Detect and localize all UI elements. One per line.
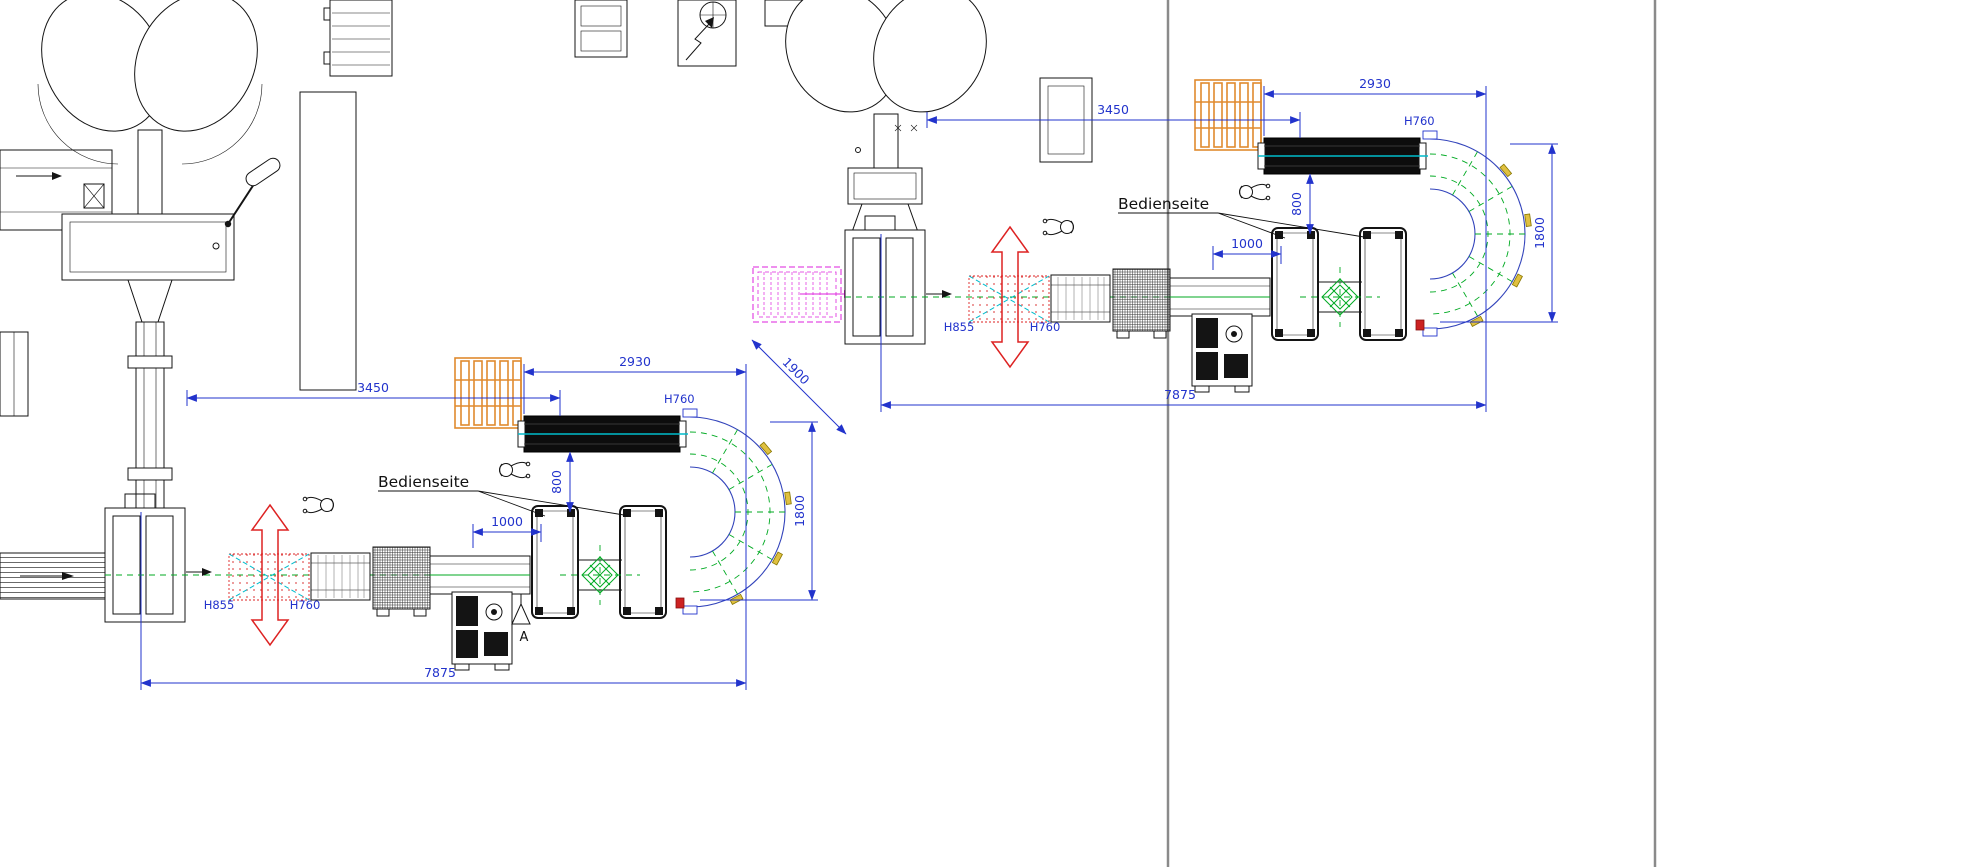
layout-right: 1900	[574, 0, 1558, 435]
top-auxiliary-machine	[329, 0, 393, 77]
section-marker-text: A	[520, 630, 529, 645]
swing-arm-handle	[245, 157, 281, 187]
press-neck	[137, 129, 163, 215]
press-body	[847, 167, 923, 205]
infeed-magenta	[752, 266, 854, 323]
symbol-box	[677, 0, 737, 67]
press-machine-left	[0, 0, 393, 509]
entry-conveyor-left	[0, 552, 107, 600]
flow-arrow	[62, 572, 74, 580]
dim-1900-group: 1900	[751, 339, 847, 435]
press-funnel	[851, 203, 919, 233]
press-funnel	[127, 279, 173, 323]
dim-1900: 1900	[779, 354, 812, 387]
fixture-marks	[894, 124, 918, 132]
production-line-right	[845, 76, 1558, 412]
flow-arrow	[52, 172, 62, 180]
production-line-left	[105, 354, 818, 690]
door-swing-arc	[181, 83, 263, 165]
layout-left: A	[0, 0, 818, 690]
wall-cabinet	[299, 91, 357, 391]
press-body	[61, 213, 235, 281]
press-neck	[873, 113, 899, 169]
door-swing-arc	[37, 83, 119, 165]
press-hood-wing	[134, 0, 258, 132]
section-marker: A	[511, 594, 531, 645]
zigzag-arrow	[685, 22, 711, 61]
press-hood-wing	[873, 0, 987, 113]
press-machine-right	[785, 0, 987, 233]
